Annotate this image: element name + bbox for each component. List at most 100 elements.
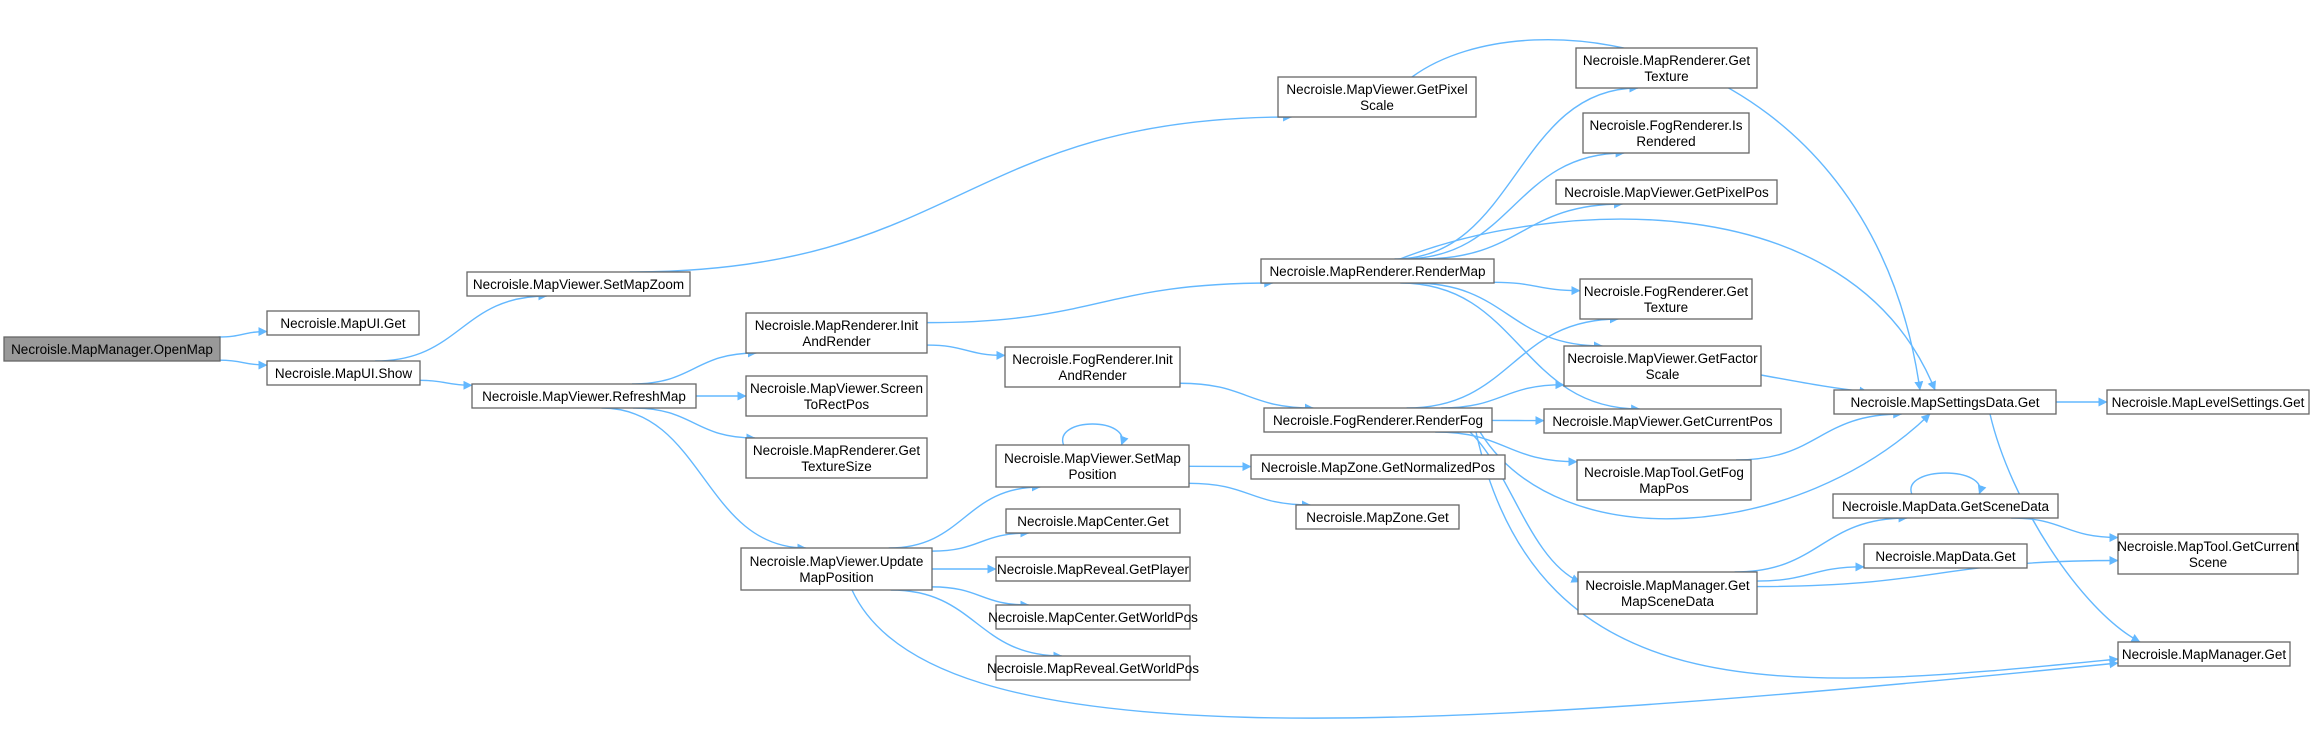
node-box[interactable] bbox=[2117, 533, 2299, 575]
node-box[interactable] bbox=[1579, 278, 1753, 320]
node-box[interactable] bbox=[995, 444, 1190, 488]
edge-updatemappos-to-mapmanager_get bbox=[851, 589, 2119, 719]
node-box[interactable] bbox=[995, 655, 1191, 681]
node-box[interactable] bbox=[266, 310, 420, 336]
edge-renderfog-to-getfogmappos bbox=[1435, 431, 1578, 467]
node-label: Necroisle.MapViewer.SetMap bbox=[1004, 451, 1181, 466]
node-mapui_show[interactable]: Necroisle.MapUI.Show bbox=[266, 360, 421, 386]
node-label: Necroisle.MapManager.Get bbox=[2122, 647, 2287, 662]
node-box[interactable] bbox=[1250, 454, 1506, 480]
node-box[interactable] bbox=[1832, 493, 2059, 519]
edge-rendermap-to-isrendered bbox=[1402, 148, 1625, 260]
edge-rendermap-to-getcurrentpos bbox=[1400, 282, 1641, 414]
node-box[interactable] bbox=[745, 375, 928, 417]
node-refreshmap[interactable]: Necroisle.MapViewer.RefreshMap bbox=[471, 383, 697, 409]
node-box[interactable] bbox=[3, 336, 221, 362]
node-reveal_worldpos[interactable]: Necroisle.MapReveal.GetWorldPos bbox=[987, 655, 1199, 681]
edge-getfogmappos-to-settings_get bbox=[1736, 409, 1903, 461]
node-center_worldpos[interactable]: Necroisle.MapCenter.GetWorldPos bbox=[988, 604, 1198, 630]
node-getpixelpos[interactable]: Necroisle.MapViewer.GetPixelPos bbox=[1555, 179, 1778, 205]
edge-rendermap-to-fr_gettexture bbox=[1493, 281, 1581, 296]
node-box[interactable] bbox=[1277, 76, 1477, 118]
edge-rendermap-to-settings_get bbox=[1399, 218, 1936, 391]
node-label: Necroisle.MapLevelSettings.Get bbox=[2112, 395, 2305, 410]
node-mapzone_get[interactable]: Necroisle.MapZone.Get bbox=[1295, 504, 1460, 530]
node-rendermap[interactable]: Necroisle.MapRenderer.RenderMap bbox=[1260, 258, 1495, 284]
edge-rendermap-to-getpixelpos bbox=[1421, 199, 1624, 260]
node-normpos[interactable]: Necroisle.MapZone.GetNormalizedPos bbox=[1250, 454, 1506, 480]
node-box[interactable] bbox=[1577, 571, 1758, 615]
node-box[interactable] bbox=[266, 360, 421, 386]
node-levelsettings_get[interactable]: Necroisle.MapLevelSettings.Get bbox=[2106, 389, 2310, 415]
node-box[interactable] bbox=[1563, 345, 1762, 387]
edge-renderfog-to-getmapscenedata bbox=[1469, 431, 1581, 583]
node-getplayer[interactable]: Necroisle.MapReveal.GetPlayer bbox=[995, 556, 1191, 582]
edge-updatemappos-to-setmappos bbox=[888, 482, 1041, 549]
edge-mapui_show-to-refreshmap bbox=[419, 379, 473, 390]
node-getcurrentpos[interactable]: Necroisle.MapViewer.GetCurrentPos bbox=[1543, 408, 1782, 434]
node-box[interactable] bbox=[1260, 258, 1495, 284]
edge-refreshmap-to-gettexturesize bbox=[632, 407, 756, 443]
node-box[interactable] bbox=[2117, 641, 2291, 667]
node-setmapzoom[interactable]: Necroisle.MapViewer.SetMapZoom bbox=[466, 271, 691, 297]
node-mapcenter_get[interactable]: Necroisle.MapCenter.Get bbox=[1005, 508, 1181, 534]
node-label: Necroisle.MapRenderer.Get bbox=[1583, 53, 1751, 68]
node-mapmanager_get[interactable]: Necroisle.MapManager.Get bbox=[2117, 641, 2291, 667]
node-label: Necroisle.MapViewer.GetFactor bbox=[1567, 351, 1758, 366]
node-label: ToRectPos bbox=[804, 397, 870, 412]
node-box[interactable] bbox=[745, 437, 928, 479]
edge-renderfog-to-mapmanager_get bbox=[1475, 431, 2119, 679]
node-box[interactable] bbox=[995, 604, 1191, 630]
node-box[interactable] bbox=[2106, 389, 2310, 415]
node-box[interactable] bbox=[1295, 504, 1460, 530]
node-box[interactable] bbox=[1833, 389, 2057, 415]
node-box[interactable] bbox=[1263, 407, 1493, 433]
node-label: Necroisle.MapViewer.SetMapZoom bbox=[473, 277, 684, 292]
node-getscenedata[interactable]: Necroisle.MapData.GetSceneData bbox=[1832, 493, 2059, 519]
node-mapdata_get[interactable]: Necroisle.MapData.Get bbox=[1863, 543, 2028, 569]
node-box[interactable] bbox=[1004, 346, 1181, 388]
edges-layer bbox=[218, 39, 2141, 719]
node-box[interactable] bbox=[745, 312, 928, 354]
node-box[interactable] bbox=[1575, 47, 1758, 89]
node-box[interactable] bbox=[1555, 179, 1778, 205]
node-label: Necroisle.FogRenderer.Init bbox=[1012, 352, 1173, 367]
node-box[interactable] bbox=[1582, 112, 1750, 154]
node-box[interactable] bbox=[740, 547, 933, 591]
node-box[interactable] bbox=[1863, 543, 2028, 569]
node-label: Necroisle.MapReveal.GetPlayer bbox=[997, 562, 1190, 577]
node-label: Necroisle.MapManager.Get bbox=[1585, 578, 1750, 593]
node-label: Necroisle.MapTool.GetFog bbox=[1584, 465, 1744, 480]
node-label: Necroisle.MapZone.Get bbox=[1306, 510, 1449, 525]
node-openmap[interactable]: Necroisle.MapManager.OpenMap bbox=[3, 336, 221, 362]
node-box[interactable] bbox=[1005, 508, 1181, 534]
node-box[interactable] bbox=[466, 271, 691, 297]
edge-getmapscenedata-to-getscenedata bbox=[1734, 513, 1908, 573]
node-box[interactable] bbox=[1543, 408, 1782, 434]
node-settings_get[interactable]: Necroisle.MapSettingsData.Get bbox=[1833, 389, 2057, 415]
edge-getscenedata-to-getcurrentscene bbox=[2011, 517, 2119, 543]
node-box[interactable] bbox=[995, 556, 1191, 582]
node-box[interactable] bbox=[1576, 459, 1752, 501]
node-label: TextureSize bbox=[801, 459, 872, 474]
node-mapui_get[interactable]: Necroisle.MapUI.Get bbox=[266, 310, 420, 336]
node-label: Necroisle.MapRenderer.Init bbox=[755, 318, 919, 333]
node-label: Scene bbox=[2189, 555, 2227, 570]
node-renderfog[interactable]: Necroisle.FogRenderer.RenderFog bbox=[1263, 407, 1493, 433]
node-box[interactable] bbox=[471, 383, 697, 409]
edge-openmap-to-mapui_get bbox=[218, 327, 268, 338]
